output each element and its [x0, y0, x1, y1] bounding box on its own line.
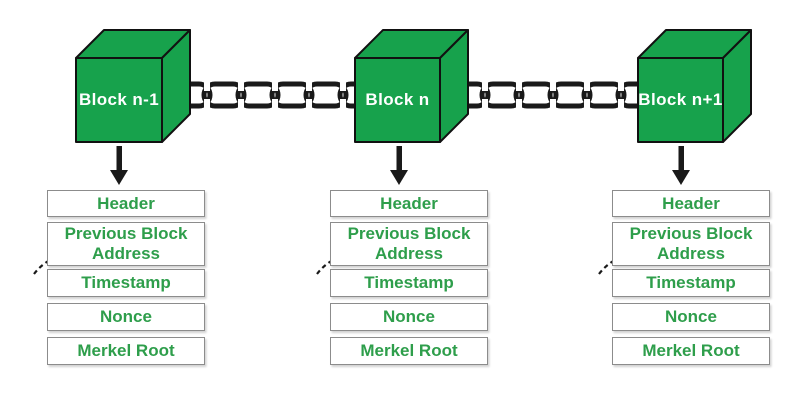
- field-timestamp: Timestamp: [330, 269, 488, 297]
- field-header: Header: [330, 190, 488, 217]
- block-fields-column: Header Previous Block Address Timestamp …: [47, 0, 205, 400]
- field-merkel-root: Merkel Root: [330, 337, 488, 365]
- block-fields-column: Header Previous Block Address Timestamp …: [612, 0, 770, 400]
- field-merkel-root: Merkel Root: [47, 337, 205, 365]
- field-header: Header: [47, 190, 205, 217]
- down-arrow-icon: [672, 146, 690, 185]
- cube-block-n-1: [75, 29, 191, 143]
- field-nonce: Nonce: [612, 303, 770, 331]
- field-header: Header: [612, 190, 770, 217]
- chain-interlock-gaps: [204, 81, 346, 109]
- field-nonce: Nonce: [47, 303, 205, 331]
- block-fields-column: Header Previous Block Address Timestamp …: [330, 0, 488, 400]
- field-timestamp: Timestamp: [612, 269, 770, 297]
- field-previous-block-address: Previous Block Address: [612, 222, 770, 266]
- field-merkel-root: Merkel Root: [612, 337, 770, 365]
- down-arrow-icon: [110, 146, 128, 185]
- cube-block-n-plus-1: [637, 29, 752, 143]
- cube-block-n: [354, 29, 469, 143]
- field-previous-block-address: Previous Block Address: [47, 222, 205, 266]
- down-arrow-icon: [390, 146, 408, 185]
- field-timestamp: Timestamp: [47, 269, 205, 297]
- chain-interlock-gaps: [482, 81, 624, 109]
- field-nonce: Nonce: [330, 303, 488, 331]
- field-previous-block-address: Previous Block Address: [330, 222, 488, 266]
